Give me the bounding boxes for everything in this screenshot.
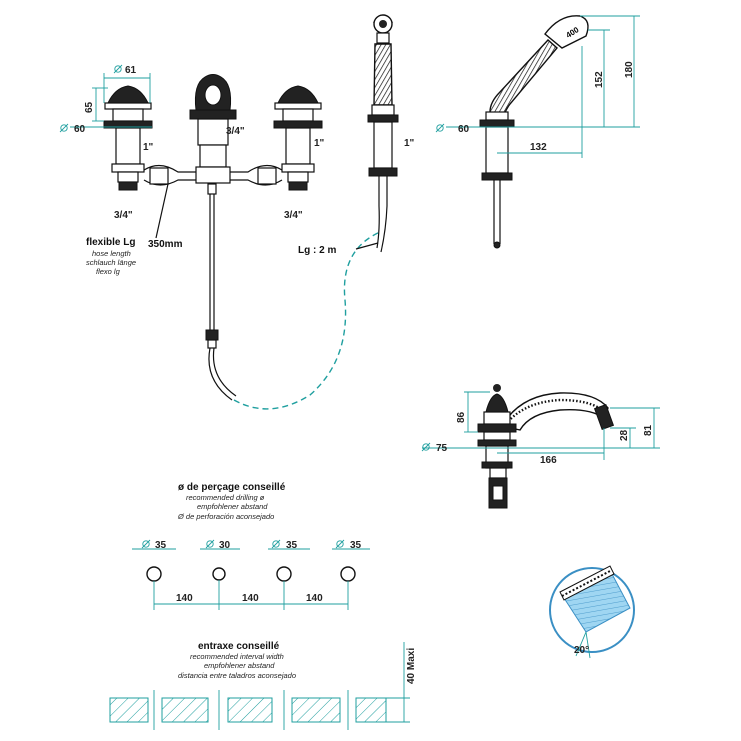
aerator-detail: 20° (549, 565, 635, 659)
dimension-81: 81 (610, 407, 660, 448)
drill-hole-1: 35 (132, 539, 176, 610)
drilling-line-3: Ø de perforación aconsejado (177, 512, 274, 521)
dimension-166: 166 (497, 428, 605, 466)
dim-132-label: 132 (530, 142, 547, 153)
dim-61-label: 61 (125, 65, 137, 76)
counter-block-1 (109, 697, 149, 723)
right-valve (273, 85, 323, 191)
handshower-side-view: 400 60 132 152 180 (435, 15, 640, 249)
dimension-180: 180 (580, 15, 640, 128)
flexible-hose (205, 183, 237, 401)
drill-spacing-3: 140 (306, 593, 323, 604)
connector-pipes (143, 164, 283, 186)
dimension-60-side: 60 (435, 123, 514, 135)
drill-diameter-1: 35 (155, 540, 167, 551)
dim-81-label: 81 (643, 424, 654, 436)
drilling-line-2: empfohlener abstand (197, 502, 268, 511)
dimension-152: 152 (514, 29, 610, 128)
thread-right-bottom: 3/4" (284, 210, 303, 221)
interval-line-2: empfohlener abstand (204, 661, 275, 670)
handshower-front-view: 1" Lg : 2 m (298, 14, 415, 256)
drilling-title: ø de perçage conseillé (178, 482, 286, 493)
dimension-86: 86 (456, 391, 490, 433)
drill-hole-4: 35 (332, 539, 370, 610)
drill-spacing-2: 140 (242, 593, 259, 604)
dim-75-label: 75 (436, 443, 448, 454)
dim-166-label: 166 (540, 455, 557, 466)
counter-block-3 (227, 697, 273, 723)
interval-line-1: recommended interval width (190, 652, 284, 661)
drilling-section: ø de perçage conseillé recommended drill… (132, 482, 370, 610)
hose-length-350: 350mm (148, 239, 183, 250)
counter-block-2 (161, 697, 209, 723)
dim-152-label: 152 (594, 71, 605, 88)
dimension-75: 75 (421, 442, 516, 454)
thread-left-bottom: 3/4" (114, 210, 133, 221)
dim-65-label: 65 (84, 101, 95, 113)
dimension-65: 65 (84, 87, 108, 122)
hose-route-dashed (233, 231, 381, 410)
flexible-title: flexible Lg (86, 237, 135, 248)
flexible-line-2: schlauch länge (86, 258, 136, 267)
drill-diameter-2: 30 (219, 540, 231, 551)
drill-hole-3: 35 (268, 539, 310, 610)
flexible-line-1: hose length (92, 249, 131, 258)
thread-center: 3/4" (226, 126, 245, 137)
spout-side-view: 86 75 166 28 81 (421, 384, 660, 509)
drill-diameter-3: 35 (286, 540, 298, 551)
drill-hole-2: 30 (200, 539, 240, 610)
flexible-line-3: flexo lg (96, 267, 121, 276)
dimension-28: 28 (516, 427, 660, 449)
faucet-front-view: 61 65 60 1" 3/4" 1" 3/4" 3/4" 350mm flex… (59, 64, 381, 410)
left-valve (103, 85, 153, 191)
dimension-60-front: 60 (59, 123, 152, 135)
dim-60-side-label: 60 (458, 124, 470, 135)
detail-angle-label: 20° (574, 645, 589, 656)
handshower-thread: 1" (404, 138, 415, 149)
interval-section: entraxe conseillé recommended interval w… (109, 641, 417, 730)
counter-block-5 (355, 697, 387, 723)
interval-title: entraxe conseillé (198, 641, 280, 652)
thread-right-top: 1" (314, 138, 325, 149)
center-spout (189, 74, 237, 184)
dim-60-front-label: 60 (74, 124, 86, 135)
drill-spacing-1: 140 (176, 593, 193, 604)
dimension-132: 132 (497, 46, 583, 158)
interval-line-3: distancia entre taladros aconsejado (178, 671, 296, 680)
drilling-line-1: recommended drilling ø (186, 493, 265, 502)
handshower-hose-length: Lg : 2 m (298, 245, 336, 256)
thread-left-top: 1" (143, 142, 154, 153)
drill-diameter-4: 35 (350, 540, 362, 551)
counter-block-4 (291, 697, 341, 723)
dim-180-label: 180 (624, 61, 635, 78)
interval-max-label: 40 Maxi (406, 648, 417, 684)
dim-28-label: 28 (619, 429, 630, 441)
dim-86-label: 86 (456, 411, 467, 423)
